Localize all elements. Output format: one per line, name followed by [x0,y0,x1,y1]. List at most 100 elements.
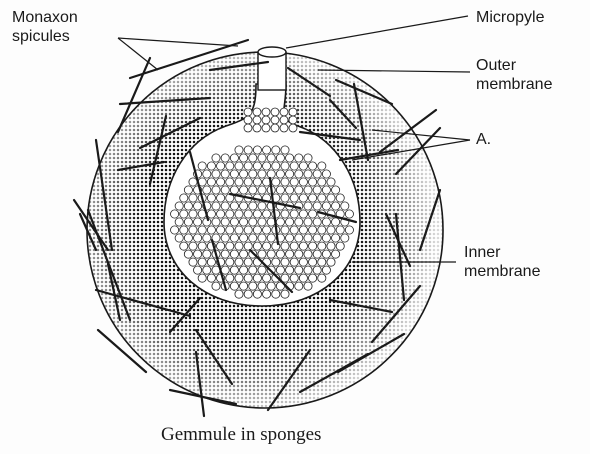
cell [281,258,289,266]
cell [226,274,234,282]
cell [189,194,197,202]
cell [207,210,215,218]
cell [304,234,312,242]
cell [322,202,330,210]
cell [244,116,252,124]
cell [203,186,211,194]
cell [327,178,335,186]
cell [244,258,252,266]
cell [217,242,225,250]
cell [322,250,330,258]
cell [203,234,211,242]
cell [212,202,220,210]
cell [295,234,303,242]
cell [249,234,257,242]
label-outer-line1: Outer [476,56,552,75]
cell [322,234,330,242]
cell [286,250,294,258]
cell [184,234,192,242]
cell [253,242,261,250]
cell [258,170,266,178]
cell [244,290,252,298]
cell [304,218,312,226]
cell [290,210,298,218]
cell [295,170,303,178]
cell [253,124,261,132]
cell [313,234,321,242]
cell [240,218,248,226]
cell [253,108,261,116]
cell [309,258,317,266]
cell [281,242,289,250]
cell [289,116,297,124]
cell [263,146,271,154]
cell [262,108,270,116]
cell [304,186,312,194]
cell [327,258,335,266]
cell [272,178,280,186]
cell [235,274,243,282]
cell [253,226,261,234]
cell [272,162,280,170]
cell [235,210,243,218]
cell [217,178,225,186]
cell [207,274,215,282]
cell [318,242,326,250]
cell [286,266,294,274]
cell [230,186,238,194]
cell [180,226,188,234]
cell [230,234,238,242]
cell [327,242,335,250]
cell [221,170,229,178]
cell [230,170,238,178]
cell [230,218,238,226]
label-monaxon-line2: spicules [12,27,78,46]
cell [207,226,215,234]
cell [175,202,183,210]
cell [253,146,261,154]
cell [295,282,303,290]
cell [304,170,312,178]
cell [240,202,248,210]
cell [184,202,192,210]
cell [318,226,326,234]
cell [309,226,317,234]
cell [189,242,197,250]
cell [318,194,326,202]
cell [286,154,294,162]
cell [240,250,248,258]
cell [189,226,197,234]
cell [249,266,257,274]
cell [295,154,303,162]
cell [327,226,335,234]
cell [332,250,340,258]
cell [271,108,279,116]
cell [221,218,229,226]
cell [249,170,257,178]
cell [217,226,225,234]
cell [180,210,188,218]
cell [290,274,298,282]
cell [226,258,234,266]
cell [235,162,243,170]
cell [207,178,215,186]
cell [217,210,225,218]
cell [276,218,284,226]
cell [313,218,321,226]
cell [212,154,220,162]
cell [249,186,257,194]
cell [249,282,257,290]
cell [194,202,202,210]
cell [304,154,312,162]
cell [290,258,298,266]
cell [271,116,279,124]
cell [299,242,307,250]
cell [258,234,266,242]
cell [249,202,257,210]
cell [267,154,275,162]
cell [184,186,192,194]
cell [263,290,271,298]
cell [313,170,321,178]
cell [263,242,271,250]
cell [313,250,321,258]
